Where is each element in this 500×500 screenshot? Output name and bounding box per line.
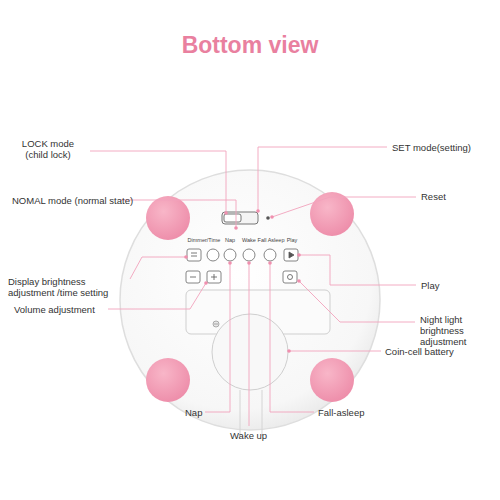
button-symbol <box>191 252 294 258</box>
callout-label: Wake up <box>230 430 267 441</box>
callout-label: Play <box>421 280 439 291</box>
callout-label: SET mode(setting) <box>392 142 471 153</box>
button-label: Play <box>287 237 298 243</box>
callout-label: Fall-asleep <box>318 407 364 418</box>
switch-knob <box>224 214 241 222</box>
callout-label: LOCK mode (child lock) <box>12 138 84 160</box>
callout-label: Night light brightness adjustment <box>420 314 496 347</box>
callout-label: NOMAL mode (normal state) <box>12 195 133 206</box>
rubber-foot <box>146 196 190 240</box>
callout-label: Volume adjustment <box>14 304 95 315</box>
rubber-foot <box>310 192 354 236</box>
stand-line <box>262 390 263 436</box>
housing <box>120 170 380 430</box>
leader-lines <box>90 147 416 426</box>
callout-label: Nap <box>185 407 202 418</box>
rubber-foot <box>310 358 354 402</box>
reset-hole <box>266 216 270 220</box>
screw <box>213 321 219 327</box>
callout-label: Reset <box>421 191 446 202</box>
title: Bottom view <box>0 32 500 59</box>
button-label: Dimmer/Time <box>188 237 221 243</box>
callout-label: Coin-cell battery <box>385 346 454 357</box>
stand-line <box>240 390 241 436</box>
button-label: Nap <box>225 237 235 243</box>
button-row <box>187 249 298 261</box>
slide-switch <box>222 212 258 224</box>
leader-dots <box>184 209 301 353</box>
button-symbol <box>190 274 293 280</box>
coin-cell-cover <box>212 314 288 390</box>
callout-label: Display brightness adjustment /time sett… <box>8 276 126 298</box>
button-row <box>186 271 297 283</box>
rubber-foot <box>146 358 190 402</box>
button-label: Wake <box>242 237 256 243</box>
button-label: Fall Asleep <box>258 237 285 243</box>
